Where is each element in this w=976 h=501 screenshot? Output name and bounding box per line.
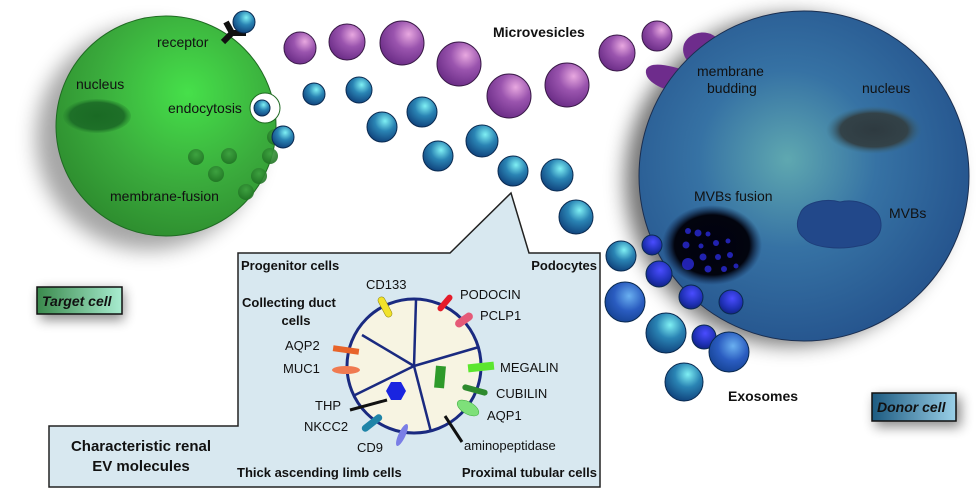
marker-label-aqp2: AQP2	[285, 338, 320, 353]
label-donor-nucleus: nucleus	[862, 80, 910, 96]
marker-cubilin	[462, 384, 488, 396]
exosome	[645, 260, 673, 288]
microvesicles	[283, 20, 673, 119]
exosome	[645, 312, 687, 354]
marker-label-muc1: MUC1	[283, 361, 320, 376]
fusion-dot	[208, 166, 224, 182]
exosome	[718, 289, 744, 315]
marker-thp-line	[349, 398, 388, 412]
marker-label-pclp1: PCLP1	[480, 308, 521, 323]
label-microvesicles: Microvesicles	[493, 24, 585, 40]
exosome	[678, 284, 704, 310]
section-collecting-line1: Collecting duct	[242, 295, 337, 310]
exosome	[406, 96, 438, 128]
marker-inner-green	[434, 365, 446, 389]
exosome	[664, 362, 704, 402]
section-progenitor: Progenitor cells	[241, 258, 339, 273]
microvesicle	[328, 23, 366, 61]
section-proximal: Proximal tubular cells	[462, 465, 597, 480]
section-thick-ascending: Thick ascending limb cells	[237, 465, 402, 480]
donor-cell: membrane budding nucleus MVBs fusion MVB…	[625, 10, 970, 345]
exosomes	[232, 10, 750, 402]
exosome	[253, 99, 271, 117]
target-cell-label: Target cell	[42, 293, 113, 309]
label-membrane-budding-2: budding	[707, 80, 757, 96]
exosome	[345, 76, 373, 104]
exosome	[366, 111, 398, 143]
fusion-dot	[251, 168, 267, 184]
marker-aqp1	[456, 399, 480, 417]
marker-label-aminopeptidase: aminopeptidase	[464, 438, 556, 453]
target-cell-body	[55, 15, 277, 237]
target-cell-label-box: Target cell	[36, 286, 124, 320]
exosome	[271, 125, 295, 149]
section-collecting-line2: cells	[282, 313, 311, 328]
exosome	[708, 331, 750, 373]
microvesicle	[379, 20, 425, 66]
marker-label-thp: THP	[315, 398, 341, 413]
mvb-fusion-area	[662, 205, 762, 285]
marker-label-cd9: CD9	[357, 440, 383, 455]
marker-label-podocin: PODOCIN	[460, 287, 521, 302]
microvesicle	[436, 41, 482, 87]
microvesicle	[544, 62, 590, 108]
renal-ev-callout: Characteristic renal EV molecules Progen…	[48, 191, 601, 488]
marker-muc1	[332, 366, 360, 374]
marker-nkcc2	[361, 414, 383, 432]
label-mvbs: MVBs	[889, 205, 926, 221]
marker-thp-hexagon	[386, 382, 406, 400]
fusion-dot	[238, 184, 254, 200]
fusion-dot	[188, 149, 204, 165]
label-membrane-budding-1: membrane	[697, 63, 764, 79]
exosome	[641, 234, 663, 256]
donor-cell-label-box: Donor cell	[871, 392, 961, 427]
exosome	[422, 140, 454, 172]
exosome	[558, 199, 594, 235]
label-membrane-fusion: membrane-fusion	[110, 188, 219, 204]
target-cell: receptor nucleus endocytosis membrane-fu…	[36, 15, 283, 250]
callout-title-line2: EV molecules	[92, 458, 190, 475]
label-target-nucleus: nucleus	[76, 76, 124, 92]
exosome	[540, 158, 574, 192]
exosome	[604, 281, 646, 323]
exosome	[497, 155, 529, 187]
marker-label-megalin: MEGALIN	[500, 360, 559, 375]
exosome	[302, 82, 326, 106]
label-receptor: receptor	[157, 34, 209, 50]
marker-megalin	[467, 361, 495, 373]
marker-label-aqp1: AQP1	[487, 408, 522, 423]
exosome	[465, 124, 499, 158]
marker-label-cubilin: CUBILIN	[496, 386, 547, 401]
microvesicle	[641, 20, 673, 52]
marker-cd9	[396, 424, 408, 446]
marker-label-cd133: CD133	[366, 277, 406, 292]
exosome	[605, 240, 637, 272]
callout-title-line1: Characteristic renal	[71, 438, 211, 455]
fusion-dot	[221, 148, 237, 164]
marker-label-nkcc2: NKCC2	[304, 419, 348, 434]
marker-podocin	[437, 294, 453, 312]
marker-pclp1	[455, 312, 473, 328]
fusion-dot	[262, 148, 278, 164]
exosome	[232, 10, 256, 34]
donor-nucleus	[826, 106, 922, 154]
donor-cell-label: Donor cell	[877, 399, 947, 415]
section-podocytes: Podocytes	[531, 258, 597, 273]
microvesicle	[283, 31, 317, 65]
target-nucleus	[63, 99, 131, 133]
microvesicle	[598, 34, 636, 72]
mvb-body	[796, 200, 882, 249]
marker-cd133	[377, 296, 393, 318]
microvesicle	[486, 73, 532, 119]
label-exosomes: Exosomes	[728, 388, 798, 404]
ev-markers	[332, 294, 495, 446]
marker-aminopeptidase	[443, 415, 464, 443]
label-endocytosis: endocytosis	[168, 100, 242, 116]
ev-dividers	[352, 299, 480, 433]
mvb-intraluminal-vesicles	[682, 228, 739, 273]
marker-aqp2	[332, 345, 360, 355]
label-mvbs-fusion: MVBs fusion	[694, 188, 773, 204]
